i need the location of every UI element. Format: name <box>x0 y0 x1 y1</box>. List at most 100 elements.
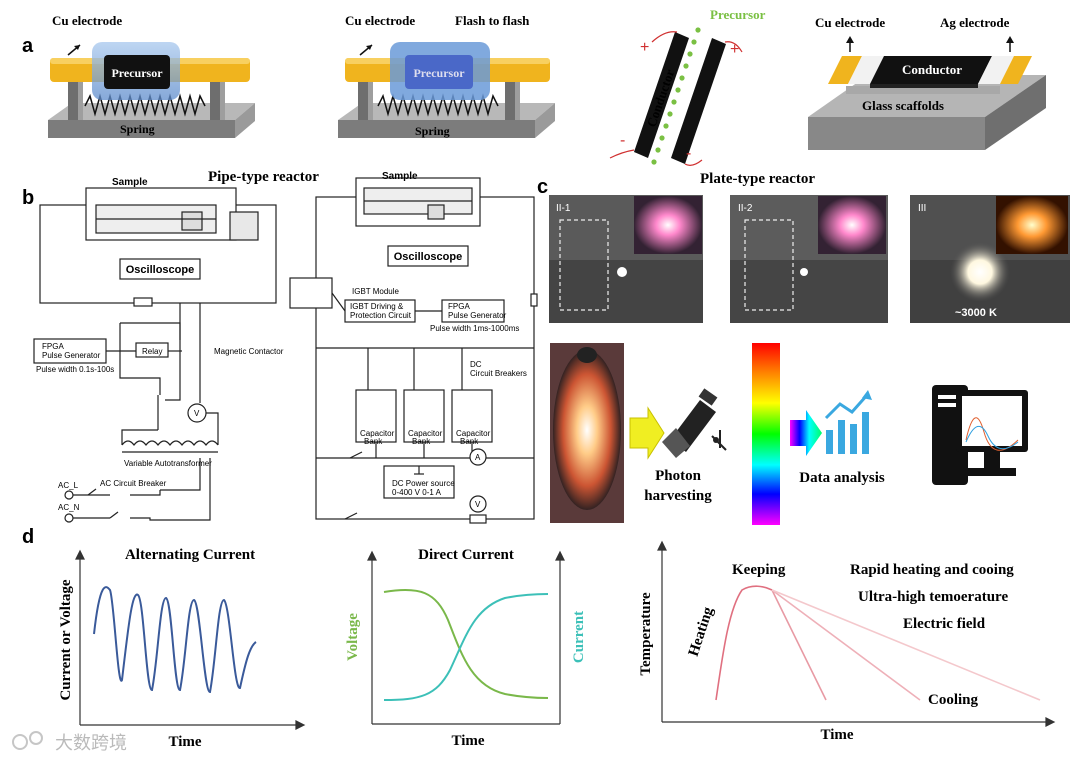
cooling-line-1 <box>771 589 827 701</box>
igbt-driving-label-1: IGBT Driving & <box>350 302 404 311</box>
oscilloscope-label-right: Oscilloscope <box>394 251 462 263</box>
temp-chart-axes <box>657 540 1056 727</box>
precursor-label-left: Precursor <box>111 66 163 80</box>
cu-electrode-label-box: Cu electrode <box>815 15 885 30</box>
ac-circuit <box>33 187 277 521</box>
plus-sign-right: + <box>730 41 739 58</box>
cu-electrode-label-left: Cu electrode <box>52 13 122 28</box>
ac-ylabel: Current or Voltage <box>58 579 74 700</box>
ac-wave-line <box>93 586 257 694</box>
capacitor-label-3: Capacitor <box>456 429 491 438</box>
panel-letter-a: a <box>22 35 34 57</box>
ac-l-label: AC_L <box>58 481 79 490</box>
capacitor-label-2: Capacitor <box>408 429 443 438</box>
flash-tube-photo <box>550 343 624 523</box>
temp-ylabel: Temperature <box>638 592 654 676</box>
sample-label-right: Sample <box>382 171 418 182</box>
igbt-module-label: IGBT Module <box>352 287 400 296</box>
ac-title: Alternating Current <box>125 547 255 563</box>
ac-l-terminal <box>64 490 74 500</box>
voltage-line <box>383 588 549 699</box>
photon-label-2: harvesting <box>644 488 712 504</box>
ac-xlabel: Time <box>168 734 201 750</box>
ag-electrode-label-box: Ag electrode <box>940 15 1010 30</box>
keeping-label: Keeping <box>732 562 786 578</box>
photo-ii-1-label: II-1 <box>556 203 571 214</box>
spectrometer-icon <box>662 388 727 458</box>
ac-n-terminal <box>64 513 74 523</box>
dc-breakers-label-1: DC <box>470 360 482 369</box>
ac-n-label: AC_N <box>58 503 80 512</box>
ammeter-label: A <box>475 453 481 462</box>
panel-letter-b: b <box>22 187 34 209</box>
spectrum-bar <box>752 343 780 525</box>
temperature-label: ~3000 K <box>955 307 997 319</box>
dc-title: Direct Current <box>418 547 514 563</box>
plate-box-reactor: Conductor Glass scaffolds <box>808 36 1046 150</box>
fpga-label-right: FPGA <box>448 302 470 311</box>
dc-xlabel: Time <box>451 733 484 749</box>
flash-label: Flash to flash <box>455 13 530 28</box>
igbt-driving-label-2: Protection Circuit <box>350 311 412 320</box>
yellow-arrow-icon <box>629 406 665 460</box>
efield-label: Electric field <box>903 616 986 632</box>
dc-source-label: DC Power source <box>392 479 455 488</box>
pulse-generator-label-left: Pulse Generator <box>42 351 101 360</box>
panel-letter-c: c <box>537 176 548 198</box>
cooling-line-2 <box>771 589 921 701</box>
pipe-reactor-middle: Precursor <box>338 42 555 138</box>
plus-sign-left: + <box>640 39 649 56</box>
heating-line <box>715 585 773 701</box>
capacitor-label-1: Capacitor <box>360 429 395 438</box>
ac-chart-axes <box>75 549 306 730</box>
minus-sign-right: - <box>686 145 691 162</box>
bar-chart-icon <box>824 390 872 454</box>
voltmeter-label-right: V <box>475 500 481 509</box>
pipe-reactor-left: Precursor <box>48 42 255 138</box>
pulse-width-label-right: Pulse width 1ms-1000ms <box>430 324 519 333</box>
ac-breaker-label: AC Circuit Breaker <box>100 479 167 488</box>
cu-electrode-label-middle: Cu electrode <box>345 13 415 28</box>
conductor-label-tilted: Conductor <box>644 67 678 129</box>
fpga-label-left: FPGA <box>42 342 64 351</box>
photo-ii-1 <box>549 195 703 323</box>
photo-ii-2 <box>730 195 888 323</box>
relay-label: Relay <box>142 347 162 356</box>
magnetic-contactor-label: Magnetic Contactor <box>214 347 284 356</box>
pulse-width-label-left: Pulse width 0.1s-100s <box>36 365 114 374</box>
photo-ii-2-label: II-2 <box>738 203 753 214</box>
temp-xlabel: Time <box>820 727 853 743</box>
bank-label-2: Bank <box>412 437 431 446</box>
panel-letter-d: d <box>22 526 34 548</box>
dc-ylabel-current: Current <box>571 611 587 663</box>
dc-circuit <box>289 177 538 524</box>
watermark-logo <box>12 731 43 750</box>
conductor-label-box: Conductor <box>902 62 962 77</box>
data-analysis-label: Data analysis <box>799 470 885 486</box>
photo-iii <box>910 195 1070 323</box>
spring-label-middle: Spring <box>415 124 450 138</box>
voltmeter-label-left: V <box>194 409 200 418</box>
plate-type-title: Plate-type reactor <box>700 171 815 187</box>
watermark-text: 大数跨境 <box>55 733 127 754</box>
pipe-type-title: Pipe-type reactor <box>208 169 319 185</box>
oscilloscope-label-left: Oscilloscope <box>126 264 194 276</box>
rapid-label: Rapid heating and cooing <box>850 562 1014 578</box>
bank-label-3: Bank <box>460 437 479 446</box>
dc-breakers-label-2: Circuit Breakers <box>470 369 527 378</box>
current-line <box>383 593 549 701</box>
dc-range-label: 0-400 V 0-1 A <box>392 488 442 497</box>
cooling-line-3 <box>771 589 1041 701</box>
dc-ylabel-voltage: Voltage <box>345 613 361 661</box>
dc-chart-axes <box>367 550 565 725</box>
precursor-label-tilted: Precursor <box>710 7 766 22</box>
sample-label-left: Sample <box>112 177 148 188</box>
tilted-plate-reactor: + + - - Conductor <box>609 27 743 166</box>
bank-label-1: Bank <box>364 437 383 446</box>
glass-scaffold-label: Glass scaffolds <box>862 98 944 113</box>
photon-label-1: Photon <box>655 468 702 484</box>
autotransformer-label: Variable Autotransformer <box>124 459 212 468</box>
spring-label-left: Spring <box>120 122 155 136</box>
pulse-generator-label-right: Pulse Generator <box>448 311 507 320</box>
